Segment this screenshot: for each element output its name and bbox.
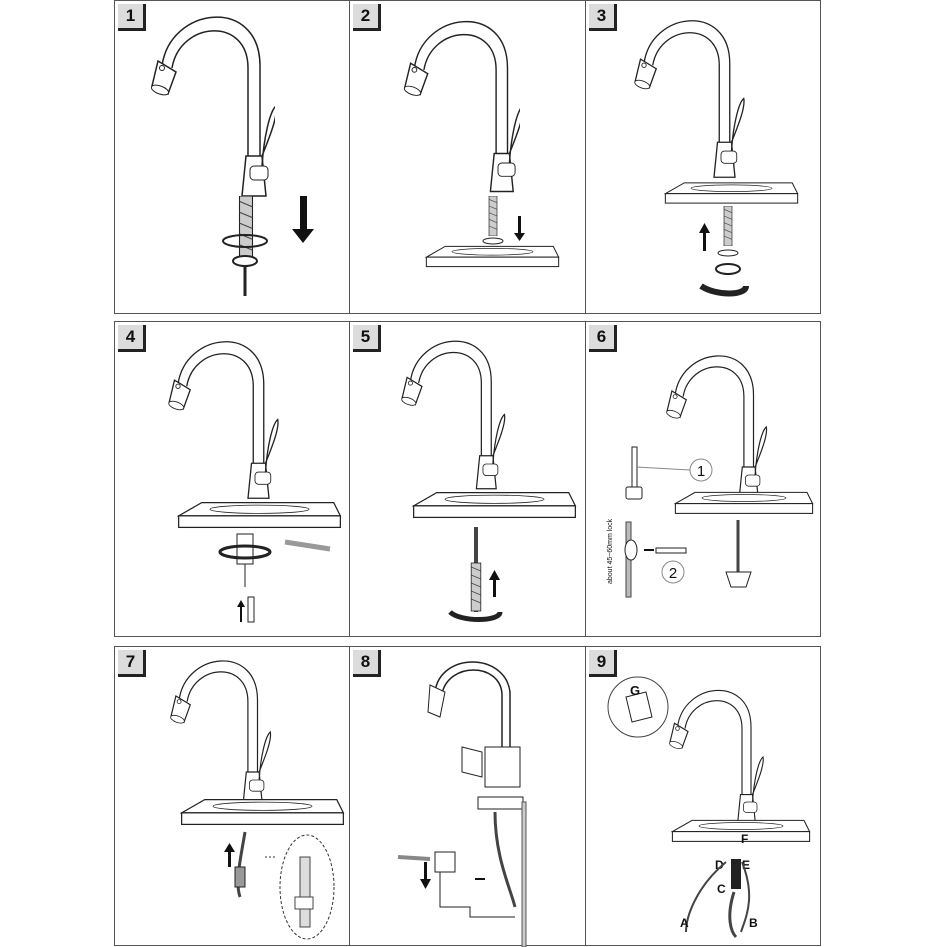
step-5-illustration (399, 340, 577, 622)
step-6-illustration: 1 2 about 45~60mm lock (607, 355, 814, 598)
step-number: 4 (118, 325, 146, 352)
callout-2-label: 2 (669, 565, 677, 582)
label-b: B (749, 916, 758, 930)
step-number: 7 (118, 650, 146, 677)
up-arrow-icon (699, 223, 710, 251)
down-arrow-icon (292, 196, 314, 243)
label-d: D (715, 858, 724, 872)
step-panel-9: 9 G F D E C A B (585, 646, 821, 946)
step-panel-5: 5 (349, 321, 586, 637)
up-arrow-icon (224, 843, 235, 867)
label-g: G (630, 683, 640, 698)
up-arrow-icon (489, 570, 500, 597)
step-number: 5 (353, 325, 381, 352)
wrench-icon (284, 539, 331, 552)
step-number: 9 (589, 650, 617, 677)
nut-rotate-arrow (222, 234, 268, 248)
detail-callout (279, 834, 335, 940)
step-9-illustration: G F D E C A B (607, 676, 811, 939)
callout-2 (661, 560, 685, 584)
down-arrow-icon (514, 216, 525, 241)
step-8-illustration (397, 661, 527, 947)
callout-1-label: 1 (697, 463, 705, 480)
label-e: E (742, 858, 750, 872)
label-f: F (741, 832, 748, 846)
step-4-illustration (166, 340, 342, 623)
step-2-illustration (402, 20, 560, 268)
step-3-illustration (632, 20, 799, 297)
step-number: 8 (353, 650, 381, 677)
step-panel-7: 7 (114, 646, 350, 946)
down-arrow-icon (420, 862, 431, 889)
step-7-illustration (168, 660, 345, 940)
step-panel-6: 6 1 2 about 45~60mm lock (585, 321, 821, 637)
label-c: C (717, 882, 726, 896)
step-panel-3: 3 (585, 0, 821, 314)
step-panel-4: 4 (114, 321, 350, 637)
wrench-icon (397, 855, 431, 861)
step-panel-1: 1 (114, 0, 350, 314)
step-panel-8: 8 (349, 646, 586, 947)
step-number: 1 (118, 4, 146, 31)
step-1-illustration (149, 16, 314, 296)
step-number: 2 (353, 4, 381, 31)
step-number: 3 (589, 4, 617, 31)
label-a: A (680, 916, 689, 930)
up-arrow-icon (237, 600, 245, 622)
step-number: 6 (589, 325, 617, 352)
step-panel-2: 2 (349, 0, 586, 314)
lock-note: about 45~60mm lock (607, 518, 614, 584)
